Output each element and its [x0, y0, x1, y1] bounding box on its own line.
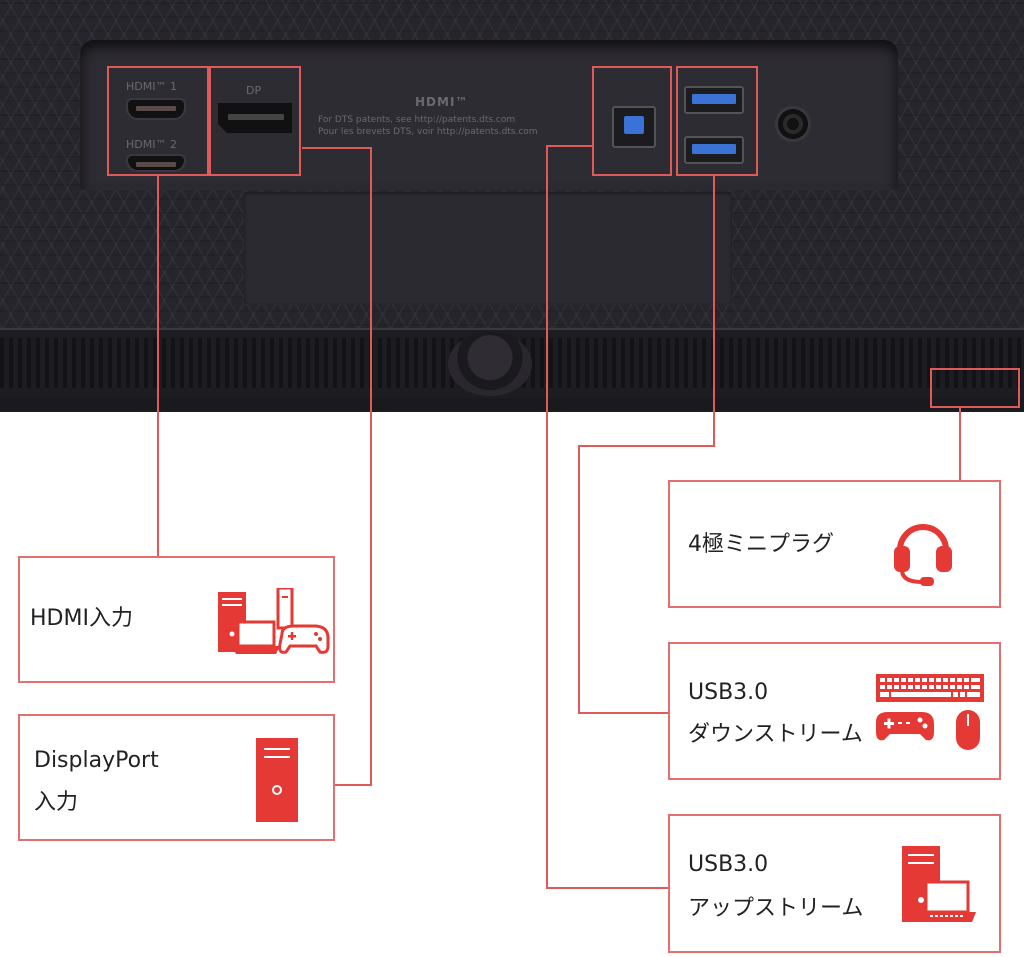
audio-connector-line: [959, 408, 961, 482]
dp-connector-line-h2: [334, 784, 372, 786]
port-recess: [80, 40, 898, 190]
usb-downstream-callout: USB3.0 ダウンストリーム: [668, 642, 1001, 780]
usb-downstream-port-2: [684, 136, 744, 164]
pc-tower-icon: [256, 738, 298, 822]
hdmi2-engraving: HDMI™ 2: [126, 138, 177, 151]
usb-down-port-frame: [676, 66, 758, 176]
usb-upstream-label-line2: アップストリーム: [688, 896, 864, 921]
usb-up-connector-line-v: [546, 145, 548, 889]
usb-down-connector-line-v2: [578, 445, 580, 714]
hdmi1-port: [128, 100, 184, 118]
displayport-port: [218, 103, 292, 133]
monitor-back-panel: HDMI™ 1 HDMI™ 2 DP HDMI™ For DTS patents…: [0, 0, 1024, 412]
bottom-edge: [0, 398, 1024, 410]
hdmi-logo-engraving: HDMI™: [415, 95, 469, 109]
dp-port-frame: [209, 66, 301, 176]
hdmi1-engraving: HDMI™ 1: [126, 80, 177, 93]
usb-down-connector-line-h1: [578, 445, 715, 447]
usb-up-connector-line-h1: [546, 145, 592, 147]
keyboard-gamepad-mouse-icon: [876, 674, 984, 750]
displayport-input-callout: DisplayPort 入力: [18, 714, 335, 841]
label-plate: [244, 192, 732, 304]
hdmi-connector-line: [157, 176, 159, 557]
headset-icon: [894, 524, 952, 586]
usb-upstream-label-line1: USB3.0: [688, 852, 769, 877]
dts-notice-line1: For DTS patents, see http://patents.dts.…: [318, 115, 516, 125]
displayport-input-label-line2: 入力: [34, 790, 79, 815]
usb-downstream-label-line1: USB3.0: [688, 680, 769, 705]
usb-upstream-port: [612, 106, 656, 148]
usb-upstream-callout: USB3.0 アップストリーム: [668, 814, 1001, 953]
usb-downstream-label-line2: ダウンストリーム: [688, 722, 863, 747]
hdmi-input-callout: HDMI入力: [18, 556, 335, 683]
pc-laptop-icon: [902, 846, 976, 922]
dts-notice-line2: Pour les brevets DTS, voir http://patent…: [318, 127, 538, 137]
dp-connector-line-v: [370, 147, 372, 786]
displayport-input-label-line1: DisplayPort: [34, 748, 159, 773]
hdmi2-port: [128, 156, 184, 170]
usb-down-connector-line-h2: [578, 712, 670, 714]
hdmi-port-frame: [107, 66, 209, 176]
power-jack: [775, 106, 811, 142]
audio-jack-label: 4極ミニプラグ: [688, 532, 834, 557]
pc-laptop-game-console-icon: [218, 588, 330, 654]
usb-up-connector-line-h2: [546, 887, 670, 889]
audio-jack-frame: [930, 368, 1020, 408]
usb-down-connector-line-v1: [713, 176, 715, 447]
dp-engraving: DP: [246, 84, 262, 97]
dp-connector-line-h1: [302, 147, 372, 149]
hdmi-input-label: HDMI入力: [30, 606, 133, 631]
audio-jack-callout: 4極ミニプラグ: [668, 480, 1001, 608]
usb-downstream-port-1: [684, 86, 744, 114]
usb-up-port-frame: [592, 66, 672, 176]
stand-mount-knob: [448, 332, 532, 396]
